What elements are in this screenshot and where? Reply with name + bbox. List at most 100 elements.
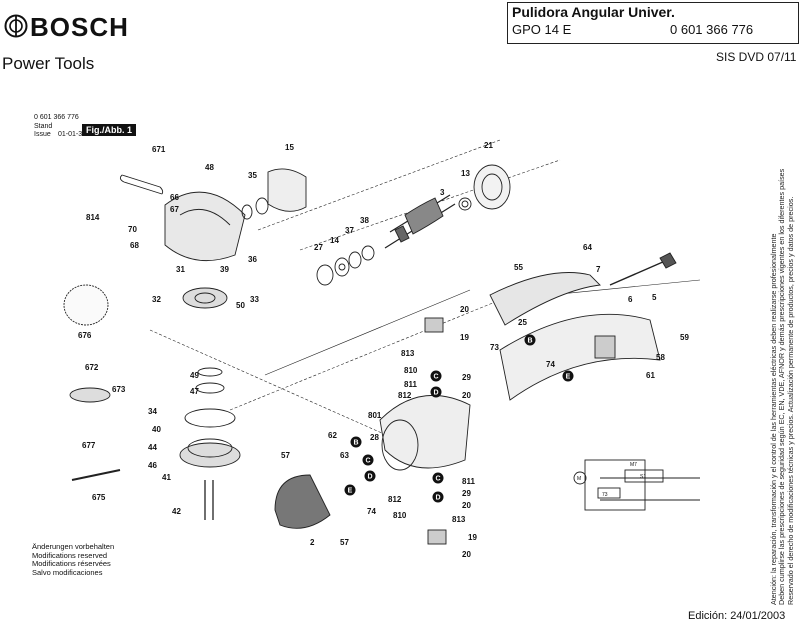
- part-label-p70: 70: [128, 225, 137, 234]
- part-label-p810b: 810: [393, 511, 407, 520]
- part-label-p676: 676: [78, 331, 92, 340]
- part-label-p35: 35: [248, 171, 257, 180]
- part-label-p63: 63: [340, 451, 349, 460]
- brand-name: BOSCH: [30, 12, 129, 42]
- part-label-p40: 40: [152, 425, 161, 434]
- part-label-p20b: 20: [462, 391, 471, 400]
- part-label-p677: 677: [82, 441, 96, 450]
- part-label-p14: 14: [330, 236, 339, 245]
- part-label-p59: 59: [680, 333, 689, 342]
- part-label-p36: 36: [248, 255, 257, 264]
- part-label-p671: 671: [152, 145, 166, 154]
- figure-tag: Fig./Abb. 1: [82, 124, 136, 136]
- part-label-p813a: 813: [401, 349, 415, 358]
- part-label-p811a: 811: [404, 380, 417, 389]
- part-label-p801: 801: [368, 411, 382, 420]
- part-label-p21: 21: [484, 141, 493, 150]
- part-label-p6: 6: [628, 295, 633, 304]
- part-label-p66: 66: [170, 193, 179, 202]
- part-label-p28: 28: [370, 433, 379, 442]
- figure-meta-date: 01-01-30: [58, 131, 87, 138]
- part-label-p7: 7: [596, 265, 601, 274]
- connector-marker-letter: C: [435, 476, 440, 483]
- part-label-p5: 5: [652, 293, 657, 302]
- connector-marker-d: D: [364, 470, 376, 482]
- connector-marker-disc: [432, 491, 444, 503]
- part-label-p15: 15: [285, 143, 294, 152]
- part-label-p38: 38: [360, 216, 369, 225]
- schematic-label: 73: [602, 492, 608, 498]
- part-label-p25: 25: [518, 318, 527, 327]
- part-label-p31: 31: [176, 265, 185, 274]
- note-line: Modifications réservées: [32, 559, 111, 568]
- connector-marker-e: E: [562, 370, 574, 382]
- part-label-p74a: 74: [546, 360, 555, 369]
- part-label-p58: 58: [656, 353, 665, 362]
- part-label-p811b: 811: [462, 477, 475, 486]
- part-label-p2: 2: [310, 538, 315, 547]
- side-disclaimer: Atención: la reparación, transformación …: [769, 85, 795, 605]
- connector-marker-letter: C: [365, 458, 370, 465]
- part-label-p29b: 29: [462, 489, 471, 498]
- part-label-p32: 32: [152, 295, 161, 304]
- part-label-p74b: 74: [367, 507, 376, 516]
- part-label-p673: 673: [112, 385, 126, 394]
- part-label-p13: 13: [461, 169, 470, 178]
- connector-marker-letter: D: [433, 390, 438, 397]
- part-label-p73: 73: [490, 343, 499, 352]
- part-label-p20c: 20: [462, 501, 471, 510]
- connector-marker-d: D: [430, 386, 442, 398]
- schematic-label: M7: [630, 462, 637, 468]
- connector-marker-disc: [430, 386, 442, 398]
- connector-marker-disc: [364, 470, 376, 482]
- brand-subtitle: Power Tools: [2, 54, 95, 73]
- part-label-p42: 42: [172, 507, 181, 516]
- connector-marker-b: B: [524, 334, 536, 346]
- bosch-logo-icon: [4, 14, 28, 38]
- product-model: GPO 14 E: [512, 22, 572, 37]
- part-label-p57b: 57: [340, 538, 349, 547]
- part-label-p27: 27: [314, 243, 323, 252]
- note-line: Salvo modificaciones: [32, 567, 103, 577]
- part-label-p62: 62: [328, 431, 337, 440]
- connector-marker-letter: B: [527, 338, 532, 345]
- connector-marker-disc: [562, 370, 574, 382]
- part-label-p19a: 19: [460, 333, 469, 342]
- part-label-p34: 34: [148, 407, 157, 416]
- figure-meta-number: 0 601 366 776: [34, 114, 79, 121]
- part-label-p29a: 29: [462, 373, 471, 382]
- part-label-p20a: 20: [460, 305, 469, 314]
- part-label-p61: 61: [646, 371, 655, 380]
- part-number: 0 601 366 776: [670, 22, 754, 37]
- figure-meta-stand: Stand: [34, 123, 53, 130]
- figure-meta-issue: Issue: [34, 131, 51, 138]
- product-title: Pulidora Angular Univer.: [512, 4, 675, 20]
- part-label-p672: 672: [85, 363, 99, 372]
- title-box: [507, 2, 799, 44]
- part-label-p3: 3: [440, 188, 445, 197]
- part-label-p37: 37: [345, 226, 354, 235]
- part-label-p44: 44: [148, 443, 157, 452]
- part-label-p810a: 810: [404, 366, 418, 375]
- connector-marker-c: C: [362, 454, 374, 466]
- part-label-p19b: 19: [468, 533, 477, 542]
- part-label-p41: 41: [162, 473, 171, 482]
- edition-date: Edición: 24/01/2003: [688, 610, 786, 622]
- part-label-p49: 49: [190, 371, 199, 380]
- connector-marker-c: C: [432, 472, 444, 484]
- connector-marker-c: C: [430, 370, 442, 382]
- connector-marker-letter: D: [367, 474, 372, 481]
- connector-marker-letter: D: [435, 495, 440, 502]
- part-label-p64: 64: [583, 243, 592, 252]
- part-label-p814: 814: [86, 213, 100, 222]
- part-label-p46: 46: [148, 461, 157, 470]
- part-label-p33: 33: [250, 295, 259, 304]
- part-label-p39: 39: [220, 265, 229, 274]
- part-label-p813b: 813: [452, 515, 466, 524]
- part-label-p47: 47: [190, 387, 199, 396]
- connector-marker-d: D: [432, 491, 444, 503]
- part-label-p55: 55: [514, 263, 523, 272]
- connector-marker-e: E: [344, 484, 356, 496]
- part-label-p48: 48: [205, 163, 214, 172]
